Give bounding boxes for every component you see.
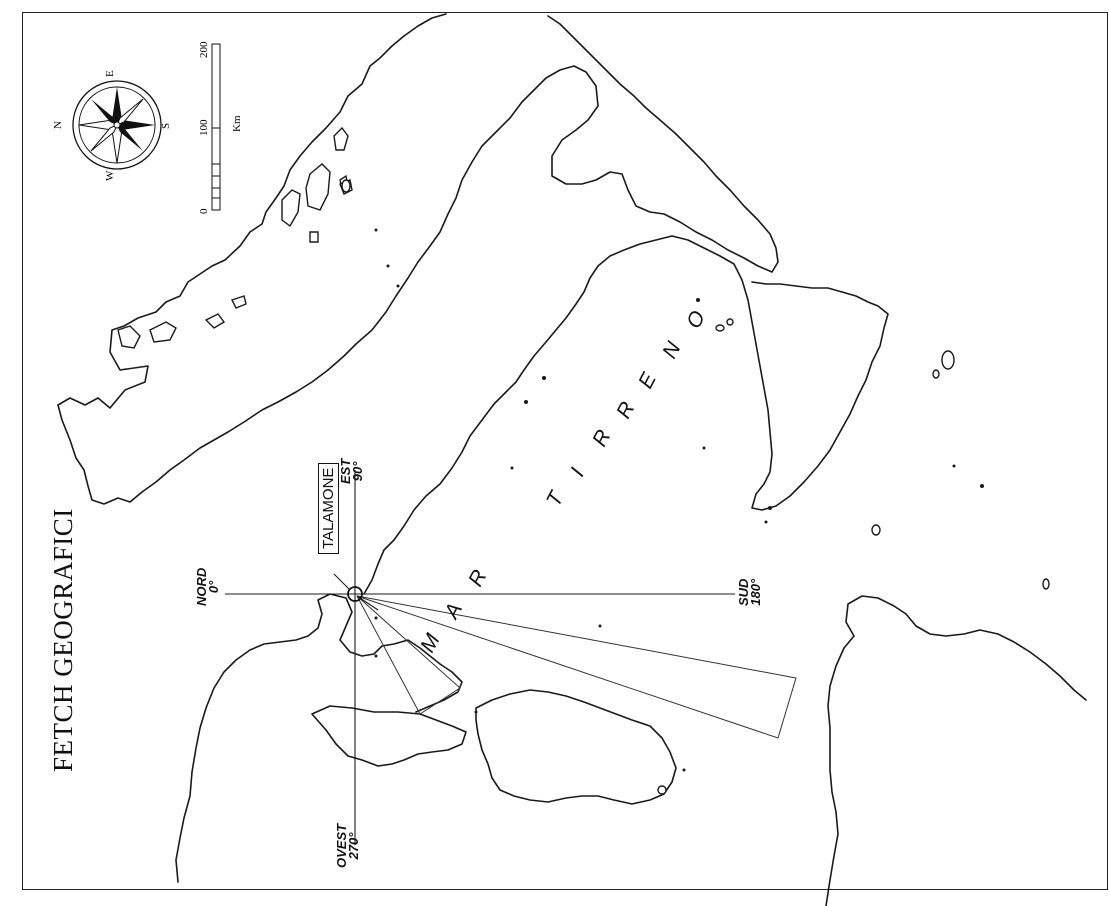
fetch-sector-2 (356, 595, 797, 739)
island-e (204, 313, 226, 329)
scale-unit: Km (231, 115, 243, 132)
islet-6 (696, 298, 700, 302)
islet-5 (524, 400, 528, 404)
islet-16 (474, 710, 478, 714)
sea-letter-t: T (542, 486, 569, 510)
direction-north-deg: 0° (206, 580, 221, 594)
island-l (715, 324, 725, 332)
direction-west: OVEST 270° (334, 824, 361, 868)
island-sardinia (305, 163, 331, 211)
coastline-south-east (825, 595, 1087, 906)
island-b (309, 231, 319, 243)
talamone-label: TALAMONE (318, 462, 339, 554)
coastline-south-sicily (311, 705, 467, 767)
direction-south-deg: 180° (748, 578, 763, 606)
island-c (117, 325, 141, 349)
sea-letter-a: A (439, 599, 467, 624)
island-o (341, 179, 351, 193)
sea-letter-n: N (658, 337, 686, 362)
island-d (149, 321, 177, 343)
map-frame (22, 12, 1108, 890)
compass-letter-e: E (104, 70, 116, 77)
map-title: FETCH GEOGRAFICI (48, 508, 78, 772)
fetch-sector-1 (356, 595, 461, 715)
compass-letter-s: S (160, 123, 172, 129)
islet-8 (510, 466, 514, 470)
scale-tick-200: 200 (198, 41, 210, 58)
sea-letter-i: I (566, 464, 589, 480)
sea-label: M A R T I R R E N O (416, 307, 710, 656)
islet-11 (980, 484, 984, 488)
direction-north: NORD 0° (194, 568, 221, 606)
scale-bar: 0 100 200 Km (198, 41, 243, 214)
coastline-south-island (475, 689, 677, 805)
islet-13 (598, 624, 602, 628)
coastline-south-west (175, 593, 463, 883)
islet-10 (764, 520, 768, 524)
talamone-marker (347, 586, 363, 602)
direction-south: SUD 180° (736, 578, 763, 606)
compass-letter-w: W (104, 170, 116, 181)
islet-17 (682, 768, 686, 772)
sea-letter-o: O (682, 307, 710, 332)
island-j (871, 524, 881, 536)
talamone-leader (333, 573, 351, 591)
island-elba (333, 126, 349, 151)
islet-15 (374, 654, 378, 658)
islet-12 (952, 464, 956, 468)
islet-7 (702, 446, 706, 450)
sea-letter-e: E (634, 368, 661, 392)
sea-letter-r3: R (612, 398, 639, 422)
island-i (932, 369, 940, 379)
island-corsica (281, 189, 301, 228)
compass-letter-n: N (52, 121, 64, 129)
scale-tick-100: 100 (198, 119, 210, 136)
coastline-north-lower (57, 15, 779, 505)
sea-letter-r2: R (588, 426, 615, 450)
islet-4 (542, 376, 546, 380)
island-m (726, 318, 734, 326)
direction-east-deg: 90° (350, 461, 365, 482)
sea-letter-r: R (464, 566, 491, 590)
coastline-north (57, 13, 447, 409)
islet-1 (374, 228, 378, 232)
island-f (231, 295, 247, 309)
compass-rose: N E S W (52, 70, 172, 181)
islet-3 (396, 284, 400, 288)
islet-9 (768, 506, 772, 510)
direction-west-deg: 270° (346, 832, 361, 860)
island-n (657, 785, 667, 795)
island-k (1042, 578, 1050, 590)
scale-tick-0: 0 (198, 208, 210, 214)
island-h (941, 350, 955, 370)
islet-14 (374, 616, 378, 620)
islet-2 (386, 264, 390, 268)
direction-east: EST 90° (338, 459, 365, 484)
coastline-peninsula (363, 235, 889, 595)
